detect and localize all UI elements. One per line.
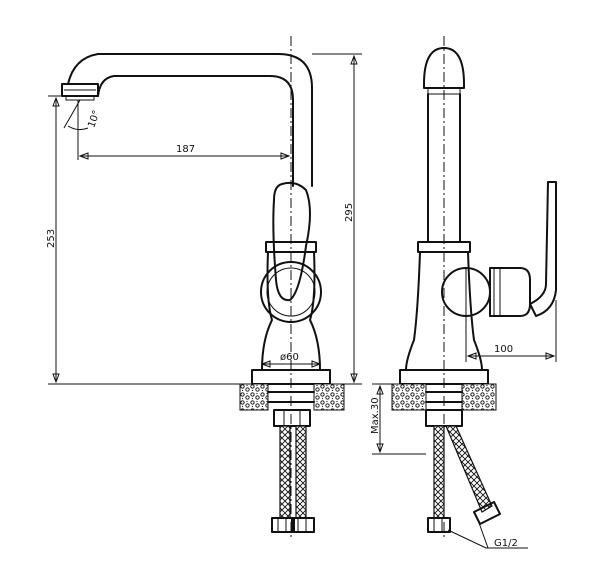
body-collar <box>265 241 317 253</box>
dim-max-thickness: Max.30 <box>370 397 381 434</box>
dim-base-diameter: ø60 <box>280 352 299 363</box>
spout-outline <box>67 53 313 187</box>
side-handle-cartridge <box>489 267 531 317</box>
side-hose-straight <box>433 425 445 519</box>
side-handle-lever <box>529 181 557 317</box>
dim-spout-angle: 10° <box>86 109 102 129</box>
dim-spout-reach: 187 <box>176 144 195 155</box>
side-mount-nut <box>425 409 463 427</box>
hose-fitting-right <box>291 517 315 533</box>
side-spout-tip <box>423 47 465 89</box>
side-collar <box>417 241 471 253</box>
handle-lever <box>272 181 311 302</box>
side-spout-column <box>427 93 461 243</box>
hose-right <box>295 425 307 519</box>
dim-spout-height: 253 <box>46 229 57 248</box>
side-countertop-right <box>461 383 497 411</box>
mount-nut <box>273 409 311 427</box>
aerator <box>61 83 99 97</box>
side-view: 100 Max.30 G1/2 <box>370 36 557 549</box>
side-countertop-left <box>391 383 427 411</box>
side-hose-angled <box>445 425 493 513</box>
hose-left <box>279 425 291 519</box>
dim-thread: G1/2 <box>494 538 518 549</box>
countertop-section-left <box>239 383 269 411</box>
front-view: 187 10° 253 295 ø60 <box>46 36 362 540</box>
dim-total-height: 295 <box>344 203 355 222</box>
dim-handle-reach: 100 <box>494 344 513 355</box>
countertop-section-right <box>313 383 345 411</box>
side-hose-fitting-straight <box>427 517 451 533</box>
